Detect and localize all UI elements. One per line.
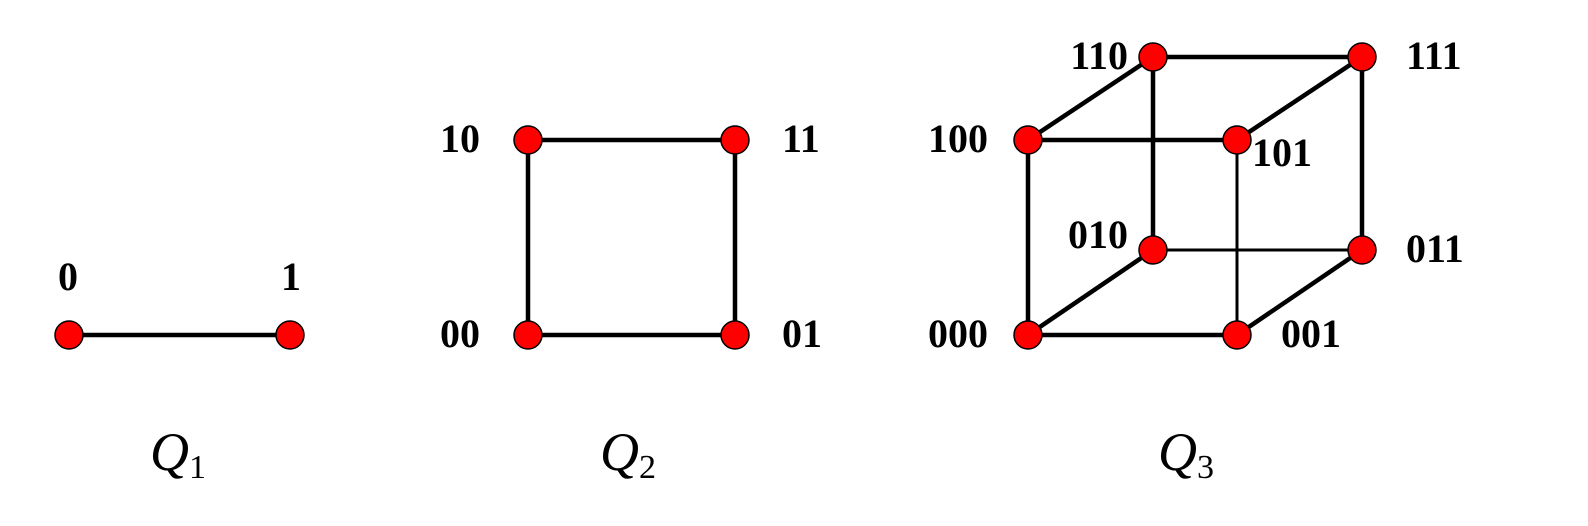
- caption-index: 3: [1197, 449, 1214, 486]
- caption-letter: Q: [150, 422, 189, 482]
- edge-q3-101-111: [1234, 54, 1365, 143]
- node-label-q2-11: 11: [782, 116, 820, 161]
- node-q3-111: [1347, 42, 1377, 72]
- node-label-q3-101: 101: [1252, 130, 1312, 175]
- node-q1-0: [54, 320, 84, 350]
- node-q1-1: [275, 320, 305, 350]
- node-label-q2-10: 10: [440, 116, 480, 161]
- nodes-layer: [54, 42, 1377, 350]
- node-q2-10: [513, 125, 543, 155]
- node-label-q2-01: 01: [782, 311, 822, 356]
- node-q3-101: [1222, 125, 1252, 155]
- edge-q3-000-010: [1025, 247, 1156, 338]
- caption-index: 2: [639, 449, 656, 486]
- node-q2-00: [513, 320, 543, 350]
- node-label-q3-000: 000: [928, 311, 988, 356]
- node-q3-000: [1013, 320, 1043, 350]
- node-q3-010: [1138, 235, 1168, 265]
- node-label-q2-00: 00: [440, 311, 480, 356]
- caption-index: 1: [189, 449, 206, 486]
- edge-q3-001-011: [1234, 247, 1365, 338]
- node-q2-11: [720, 125, 750, 155]
- node-q3-011: [1347, 235, 1377, 265]
- node-q3-100: [1013, 125, 1043, 155]
- edges-layer: [66, 54, 1365, 338]
- node-label-q1-1: 1: [281, 254, 301, 299]
- caption-q3: Q3: [1158, 422, 1214, 486]
- node-q3-110: [1138, 42, 1168, 72]
- caption-letter: Q: [1158, 422, 1197, 482]
- node-q3-001: [1222, 320, 1252, 350]
- node-label-q3-011: 011: [1406, 226, 1464, 271]
- caption-q2: Q2: [600, 422, 656, 486]
- edge-q3-100-110: [1025, 54, 1156, 143]
- node-label-q3-001: 001: [1281, 311, 1341, 356]
- caption-letter: Q: [600, 422, 639, 482]
- caption-q1: Q1: [150, 422, 206, 486]
- node-label-q3-111: 111: [1406, 33, 1462, 78]
- node-label-q3-110: 110: [1070, 33, 1128, 78]
- node-label-q1-0: 0: [58, 254, 78, 299]
- node-label-q3-010: 010: [1068, 212, 1128, 257]
- node-label-q3-100: 100: [928, 116, 988, 161]
- node-q2-01: [720, 320, 750, 350]
